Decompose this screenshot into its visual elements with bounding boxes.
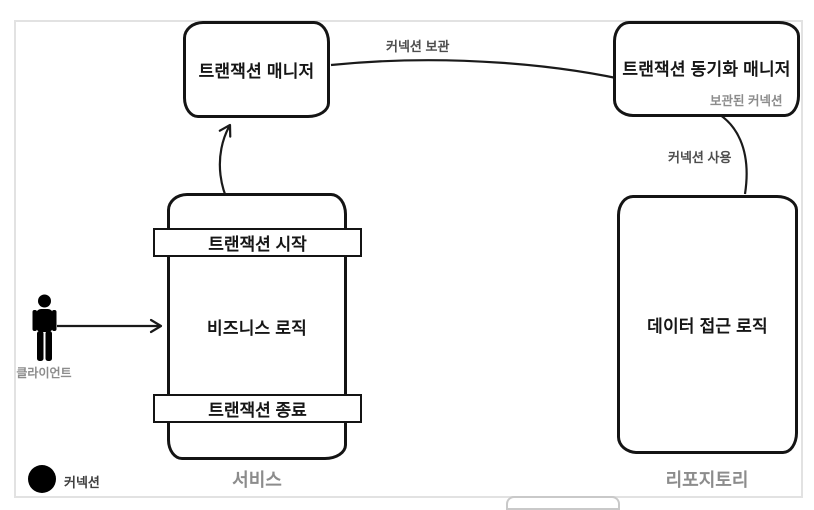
repository-section-label: 리포지토리 [665,470,749,490]
transaction-manager-title: 트랜잭션 매니저 [198,62,315,81]
legend-connection-label: 커넥션 [64,475,100,490]
tx-start-band: 트랜잭션 시작 [153,228,362,257]
use-connection-edge-label: 커넥션 사용 [668,150,732,165]
partial-bottom-control[interactable] [506,496,620,510]
stored-connection-label: 보관된 커넥션 [710,94,783,108]
sync-manager-node: 트랜잭션 동기화 매니저 [613,21,800,117]
sync-manager-title: 트랜잭션 동기화 매니저 [622,60,791,79]
repository-node: 데이터 접근 로직 [617,195,798,454]
store-connection-edge-label: 커넥션 보관 [386,39,450,54]
data-access-logic-label: 데이터 접근 로직 [647,317,768,336]
business-logic-label: 비즈니스 로직 [207,319,307,338]
tx-end-band: 트랜잭션 종료 [153,394,362,423]
service-section-label: 서비스 [232,470,282,490]
transaction-manager-node: 트랜잭션 매니저 [183,21,330,118]
client-label: 클라이언트 [16,366,72,380]
